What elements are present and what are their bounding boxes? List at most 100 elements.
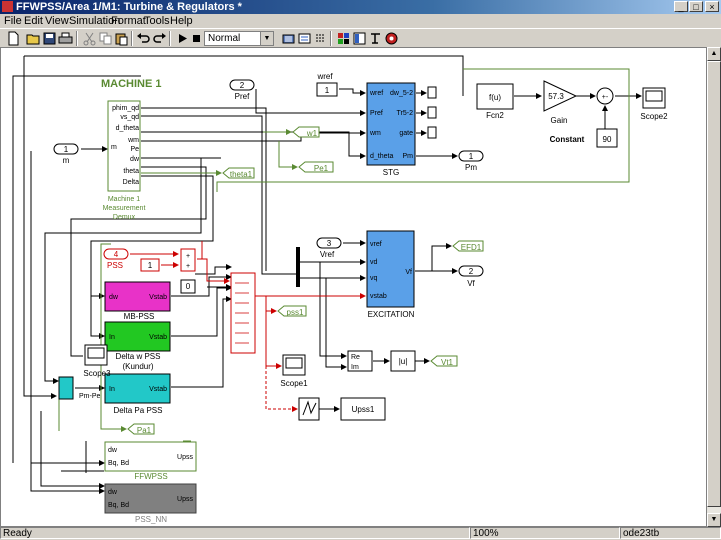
upss1-block[interactable] <box>340 397 386 421</box>
model-canvas[interactable]: MACHINE 1 m phim_qd vs_qd d_theta wm Pe … <box>0 47 707 527</box>
menu-file[interactable]: File <box>4 15 22 27</box>
menu-simulation[interactable]: Simulation <box>69 15 121 27</box>
excitation-output-label: Vf <box>405 269 412 276</box>
menu-view[interactable]: View <box>45 15 69 27</box>
update-diagram-icon[interactable] <box>297 31 312 46</box>
scroll-down-button[interactable]: ▼ <box>707 513 721 527</box>
fcn2-block[interactable] <box>476 83 514 110</box>
goto-pa1[interactable] <box>127 423 155 435</box>
title-bar: FFWPSS/Area 1/M1: Turbine & Regulators *… <box>0 0 721 14</box>
excitation-block[interactable] <box>366 230 415 308</box>
maximize-button[interactable]: □ <box>689 1 703 12</box>
inport-m[interactable] <box>53 143 79 155</box>
inport-pss[interactable] <box>103 248 129 260</box>
menu-help[interactable]: Help <box>170 15 193 27</box>
build-icon[interactable] <box>281 31 296 46</box>
chevron-down-icon[interactable]: ▼ <box>260 32 273 45</box>
wref-constant-block[interactable] <box>316 82 338 97</box>
pss-constant-1-value: 1 <box>148 261 153 270</box>
outport-pm[interactable] <box>458 150 484 162</box>
constant-block[interactable] <box>596 128 618 148</box>
switch-ports <box>235 282 249 344</box>
cut-icon[interactable] <box>82 31 97 46</box>
terminator-block[interactable] <box>427 106 437 119</box>
delta-pa-pss-output-label: Vstab <box>149 386 167 393</box>
model-browser-icon[interactable] <box>352 31 367 46</box>
debug-icon[interactable] <box>368 31 383 46</box>
terminator-block[interactable] <box>427 126 437 139</box>
menu-tools[interactable]: Tools <box>144 15 170 27</box>
wref-constant-value: 1 <box>325 86 330 95</box>
library-browser-icon[interactable] <box>336 31 351 46</box>
window-title: FFWPSS/Area 1/M1: Turbine & Regulators * <box>16 1 242 13</box>
outport-vf-label: Vf <box>467 279 475 288</box>
ffwpss-block[interactable] <box>104 441 197 472</box>
sum-block[interactable] <box>596 87 614 105</box>
goto-pa1-label: Pa1 <box>137 426 152 435</box>
excitation-input-label: vd <box>370 259 378 266</box>
mb-pss-block[interactable] <box>104 281 171 312</box>
minimize-button[interactable]: _ <box>674 1 688 12</box>
stg-block[interactable] <box>366 82 416 166</box>
goto-pe1[interactable] <box>298 161 334 173</box>
abs-block[interactable] <box>390 350 416 372</box>
simulink-app-icon <box>2 1 13 12</box>
inport-vref[interactable] <box>316 237 342 249</box>
goto-efd1[interactable] <box>452 240 484 252</box>
toolbar: Normal ▼ <box>0 28 721 48</box>
print-icon[interactable] <box>58 31 73 46</box>
goto-w1[interactable] <box>292 126 320 138</box>
delta-w-pss-block[interactable] <box>104 321 171 352</box>
gain-block[interactable] <box>543 80 578 112</box>
block-diagram: MACHINE 1 m phim_qd vs_qd d_theta wm Pe … <box>12 55 668 524</box>
terminator-block[interactable] <box>427 86 437 99</box>
demux-port-label: d_theta <box>116 125 139 132</box>
inport-m-label: m <box>63 156 70 165</box>
pm-pe-sum-block[interactable] <box>58 376 74 400</box>
redo-icon[interactable] <box>152 31 167 46</box>
menu-edit[interactable]: Edit <box>24 15 43 27</box>
zoom-level: 100% <box>470 527 620 539</box>
goto-theta1[interactable] <box>222 167 255 179</box>
vd-vq-demux-bar[interactable] <box>296 247 300 287</box>
menu-format[interactable]: Format <box>111 15 146 27</box>
real-imag-to-complex-block[interactable] <box>347 350 373 372</box>
goto-pss1[interactable] <box>277 305 307 317</box>
start-simulation-icon[interactable] <box>175 31 190 46</box>
undo-icon[interactable] <box>136 31 151 46</box>
goto-pss1-label: pss1 <box>287 308 304 317</box>
pss-sum-block[interactable] <box>180 248 196 272</box>
inport-m-number: 1 <box>64 145 69 154</box>
demux-caption: Machine 1 Measurement Demux <box>103 196 146 221</box>
scope-screen-icon <box>87 347 105 359</box>
scrollbar-thumb[interactable] <box>707 61 721 507</box>
stop-simulation-icon[interactable] <box>189 31 204 46</box>
goto-vt1[interactable] <box>430 355 458 367</box>
zero-constant[interactable] <box>180 279 196 294</box>
paste-icon[interactable] <box>114 31 129 46</box>
outport-pm-number: 1 <box>469 152 474 161</box>
signal-wave-icon <box>302 400 317 416</box>
pss-constant-1[interactable] <box>140 258 160 272</box>
incremental-build-icon[interactable] <box>313 31 328 46</box>
stg-input-label: wm <box>369 130 381 137</box>
pss-nn-block[interactable] <box>104 483 197 514</box>
save-icon[interactable] <box>42 31 57 46</box>
stg-block-name: STG <box>383 168 399 177</box>
outport-vf[interactable] <box>458 265 484 277</box>
stg-input-label: d_theta <box>370 153 393 160</box>
sum-signs: +- <box>602 94 609 101</box>
scroll-up-button[interactable]: ▲ <box>707 47 721 61</box>
inport-pref[interactable] <box>229 79 255 91</box>
delta-pa-pss-block[interactable] <box>104 373 171 404</box>
copy-icon[interactable] <box>98 31 113 46</box>
vertical-scrollbar[interactable]: ▲ ▼ <box>707 47 721 527</box>
machine-title: MACHINE 1 <box>101 78 162 90</box>
simulation-mode-select[interactable]: Normal ▼ <box>204 31 274 46</box>
close-button[interactable]: × <box>705 1 719 12</box>
measurement-demux-block[interactable] <box>107 100 141 192</box>
open-icon[interactable] <box>26 31 41 46</box>
explorer-icon[interactable] <box>384 31 399 46</box>
new-icon[interactable] <box>6 31 21 46</box>
signal-specification-block[interactable] <box>298 397 320 421</box>
